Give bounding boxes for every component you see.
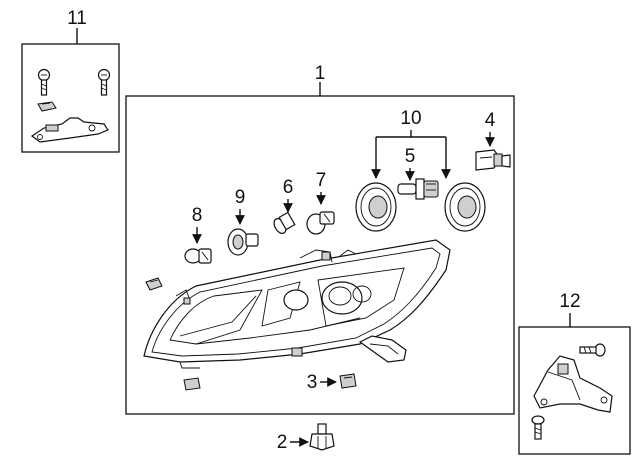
- wedge-bulb-icon: [273, 211, 296, 234]
- dust-cap-icon: [444, 182, 486, 232]
- kit-box-11: 11: [21, 8, 120, 153]
- callout-3: 3: [307, 372, 318, 393]
- callout-6: 6: [283, 177, 294, 198]
- mounting-bracket-icon: [533, 355, 613, 413]
- callout-2: 2: [277, 432, 288, 453]
- low-beam-bulb-icon: [397, 178, 439, 200]
- callout-6-leader: 6: [283, 177, 294, 213]
- callout-4-leader: 4: [485, 110, 496, 147]
- callout-5: 5: [405, 146, 416, 167]
- callout-9-leader: 9: [235, 187, 246, 225]
- callout-8: 8: [192, 205, 203, 226]
- callout-7-leader: 7: [316, 170, 327, 205]
- callout-10: 10: [400, 108, 421, 129]
- high-beam-bulb-icon: [475, 149, 511, 171]
- callout-9: 9: [235, 187, 246, 208]
- headlamp-housing: [143, 239, 451, 369]
- screw-icon: [579, 343, 606, 357]
- callout-2-leader: 2: [277, 432, 309, 453]
- callout-11: 11: [67, 8, 87, 29]
- bracket-icon: [30, 117, 109, 143]
- dust-cap-icon: [355, 182, 397, 232]
- turn-signal-socket-icon: [227, 228, 259, 256]
- side-marker-bulb-icon: [184, 248, 212, 264]
- bolt-icon: [309, 423, 335, 451]
- clip-nut-icon: [37, 101, 57, 112]
- callout-10-leader: 10: [371, 108, 451, 179]
- retainer-clip-icon: [183, 377, 201, 391]
- screw-icon: [531, 415, 545, 440]
- screw-icon: [97, 68, 111, 96]
- callout-7: 7: [316, 170, 327, 191]
- kit-box-12: 12: [518, 291, 631, 455]
- callout-1: 1: [315, 63, 326, 84]
- clip-icon: [339, 373, 357, 389]
- bulb-socket-icon: [306, 211, 335, 235]
- callout-4: 4: [485, 110, 496, 131]
- callout-8-leader: 8: [192, 205, 203, 244]
- screw-icon: [37, 68, 51, 96]
- retainer-clip-icon: [145, 277, 163, 291]
- callout-5-leader: 5: [405, 146, 416, 181]
- callout-12: 12: [559, 291, 580, 312]
- callout-3-leader: 3: [307, 372, 337, 393]
